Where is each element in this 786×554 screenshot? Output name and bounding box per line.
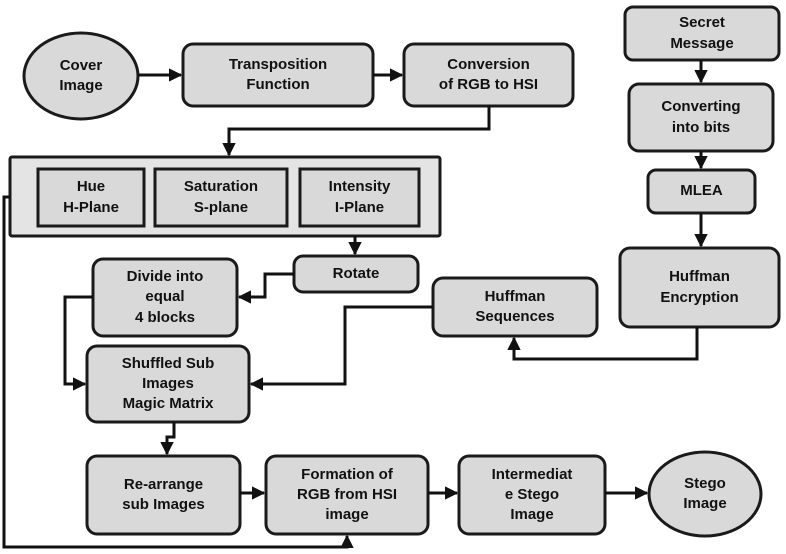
stego-image-node	[647, 450, 763, 538]
arrow-sequences-to-shuffled	[249, 305, 433, 391]
intermediate-node	[457, 454, 607, 536]
arrow-divide-to-shuffled	[63, 295, 93, 391]
arrow-huffman-encryption-to-sequences	[507, 327, 699, 361]
rearrange-node	[85, 454, 242, 536]
arrow-planes-to-formation	[2, 195, 354, 549]
arrow-shuffled-to-rearrange	[160, 422, 176, 456]
huffman-sequences-node	[431, 276, 599, 338]
saturation-node	[153, 167, 289, 228]
rotate-node	[292, 254, 420, 294]
converting-bits-node	[627, 82, 775, 153]
secret-message-node	[623, 5, 781, 62]
intensity-node	[298, 167, 421, 228]
mlea-node	[646, 168, 757, 215]
shuffled-node	[85, 344, 251, 424]
hue-node	[36, 167, 146, 228]
rgb-to-hsi-node	[402, 42, 575, 108]
arrow-rotate-to-divide	[237, 272, 294, 304]
huffman-encryption-node	[618, 246, 781, 329]
divide-node	[91, 257, 239, 338]
transposition-node	[181, 42, 375, 108]
arrow-rgb-hsi-to-planes	[222, 106, 491, 157]
cover-image-node	[22, 31, 140, 121]
formation-node	[264, 454, 430, 536]
